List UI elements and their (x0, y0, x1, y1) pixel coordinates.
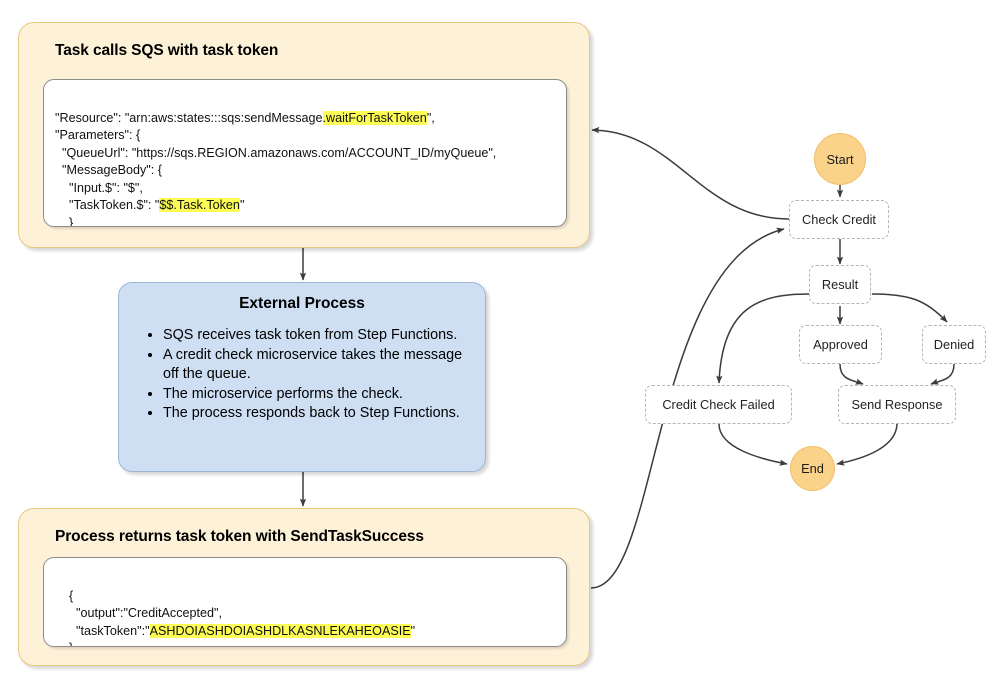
arrow-sendresponse-to-end (836, 422, 898, 466)
panel-task-calls-sqs: Task calls SQS with task token "Resource… (18, 22, 590, 248)
code-line-end-brace: } (55, 641, 73, 646)
code-line-resource-b: ", (426, 110, 435, 125)
code-line-close-brace: } (55, 215, 74, 227)
arrow-denied-to-sendresponse (930, 363, 955, 385)
state-node-end-label: End (801, 461, 824, 476)
panel-external-process-title: External Process (239, 295, 365, 312)
code-highlight-task-token: $$.Task.Token (159, 198, 240, 212)
list-item: SQS receives task token from Step Functi… (163, 326, 479, 346)
panel-external-process: External Process SQS receives task token… (118, 282, 486, 472)
arrow-checkcredit-to-task (591, 126, 790, 220)
list-item: The microservice performs the check. (163, 385, 479, 405)
code-line-queueurl: "QueueUrl": "https://sqs.REGION.amazonaw… (55, 145, 497, 160)
code-line-input: "Input.$": "$", (55, 180, 143, 195)
panel-process-returns-token: Process returns task token with SendTask… (18, 508, 590, 666)
code-line-messagebody: "MessageBody": { (55, 163, 162, 177)
arrow-approved-to-sendresponse (839, 363, 864, 385)
state-node-check-credit-label: Check Credit (802, 212, 876, 227)
state-node-result-label: Result (821, 277, 859, 292)
code-line-tasktoken-quote: " (410, 623, 416, 638)
external-process-bullet-list: SQS receives task token from Step Functi… (143, 326, 479, 424)
code-line-parameters: "Parameters": { (55, 128, 141, 142)
code-highlight-token-value: ASHDOIASHDOIASHDLKASNLEKAHEOASIE (149, 623, 411, 638)
state-node-send-response[interactable]: Send Response (838, 385, 956, 424)
code-line-open-brace: { (55, 588, 74, 603)
state-node-send-response-label: Send Response (851, 397, 943, 412)
panel-process-returns-token-title: Process returns task token with SendTask… (55, 528, 424, 545)
panel-task-calls-sqs-title: Task calls SQS with task token (55, 42, 279, 59)
list-item: A credit check microservice takes the me… (163, 346, 479, 385)
code-line-tasktoken-b: " (239, 198, 245, 212)
state-node-approved-label: Approved (813, 337, 868, 352)
code-block-task-call: "Resource": "arn:aws:states:::sqs:sendMe… (43, 79, 567, 227)
state-node-end[interactable]: End (790, 446, 835, 491)
state-node-denied[interactable]: Denied (922, 325, 986, 364)
code-line-tasktoken-key: "taskToken":" (55, 623, 150, 638)
state-node-result[interactable]: Result (809, 265, 871, 304)
state-node-denied-label: Denied (933, 337, 975, 352)
arrow-result-to-denied (871, 293, 948, 323)
code-line-tasktoken-a: "TaskToken.$": " (55, 198, 160, 212)
state-node-start[interactable]: Start (814, 133, 866, 185)
state-node-check-credit[interactable]: Check Credit (789, 200, 889, 239)
code-line-resource-a: "Resource": "arn:aws:states:::sqs:sendMe… (55, 110, 323, 125)
code-highlight-waitfortasktoken: .waitForTaskToken (322, 110, 427, 125)
state-node-approved[interactable]: Approved (799, 325, 882, 364)
state-node-start-label: Start (826, 151, 854, 167)
arrow-failed-to-end (718, 423, 788, 466)
state-node-credit-check-failed[interactable]: Credit Check Failed (645, 385, 792, 424)
code-block-token-return: { "output":"CreditAccepted", "taskToken"… (43, 557, 567, 647)
arrow-result-to-failed (716, 293, 810, 384)
list-item: The process responds back to Step Functi… (163, 404, 479, 424)
code-line-output: "output":"CreditAccepted", (55, 606, 222, 620)
state-node-credit-check-failed-label: Credit Check Failed (662, 397, 775, 412)
